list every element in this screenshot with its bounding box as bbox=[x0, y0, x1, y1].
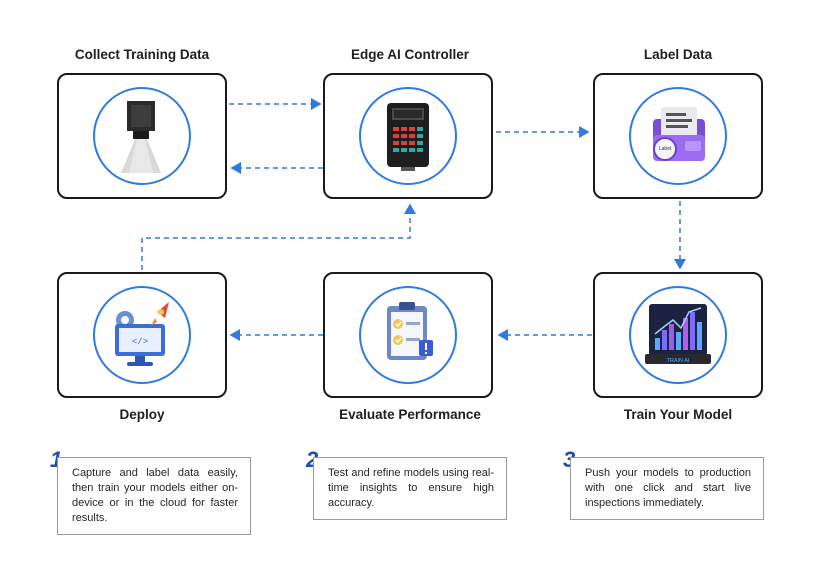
icon-ring: Label bbox=[629, 87, 727, 185]
step-card-train: TRAIN AI bbox=[593, 272, 763, 398]
step-card-collect bbox=[57, 73, 227, 199]
camera-scanner-icon bbox=[121, 101, 161, 173]
label-folder-icon: Label bbox=[653, 107, 705, 161]
step-card-evaluate bbox=[323, 272, 493, 398]
clipboard-check-icon bbox=[387, 302, 433, 360]
controller-device-icon bbox=[387, 103, 429, 171]
step-title-evaluate: Evaluate Performance bbox=[339, 407, 481, 422]
step-title-label: Label Data bbox=[643, 47, 713, 62]
train-plate-text: TRAIN AI bbox=[667, 358, 690, 364]
step-title-controller: Edge AI Controller bbox=[350, 47, 469, 62]
step-title-collect: Collect Training Data bbox=[74, 47, 210, 62]
step-card-deploy: </> bbox=[57, 272, 227, 398]
icon-ring bbox=[93, 87, 191, 185]
note-box-2: Test and refine models using real-time i… bbox=[313, 457, 507, 520]
step-title-train: Train Your Model bbox=[623, 407, 733, 422]
icon-ring bbox=[359, 87, 457, 185]
step-card-controller bbox=[323, 73, 493, 199]
step-card-label: Label bbox=[593, 73, 763, 199]
svg-text:</>: </> bbox=[132, 337, 148, 347]
note-box-3: Push your models to production with one … bbox=[570, 457, 764, 520]
training-chart-icon: TRAIN AI bbox=[645, 304, 711, 364]
icon-ring: </> bbox=[93, 286, 191, 384]
note-box-1: Capture and label data easily, then trai… bbox=[57, 457, 251, 535]
arrow-deploy-to-controller bbox=[141, 203, 416, 270]
icon-ring bbox=[359, 286, 457, 384]
icon-ring: TRAIN AI bbox=[629, 286, 727, 384]
deploy-monitor-icon: </> bbox=[115, 302, 169, 366]
step-title-deploy: Deploy bbox=[119, 407, 165, 422]
label-badge-text: Label bbox=[659, 146, 671, 152]
